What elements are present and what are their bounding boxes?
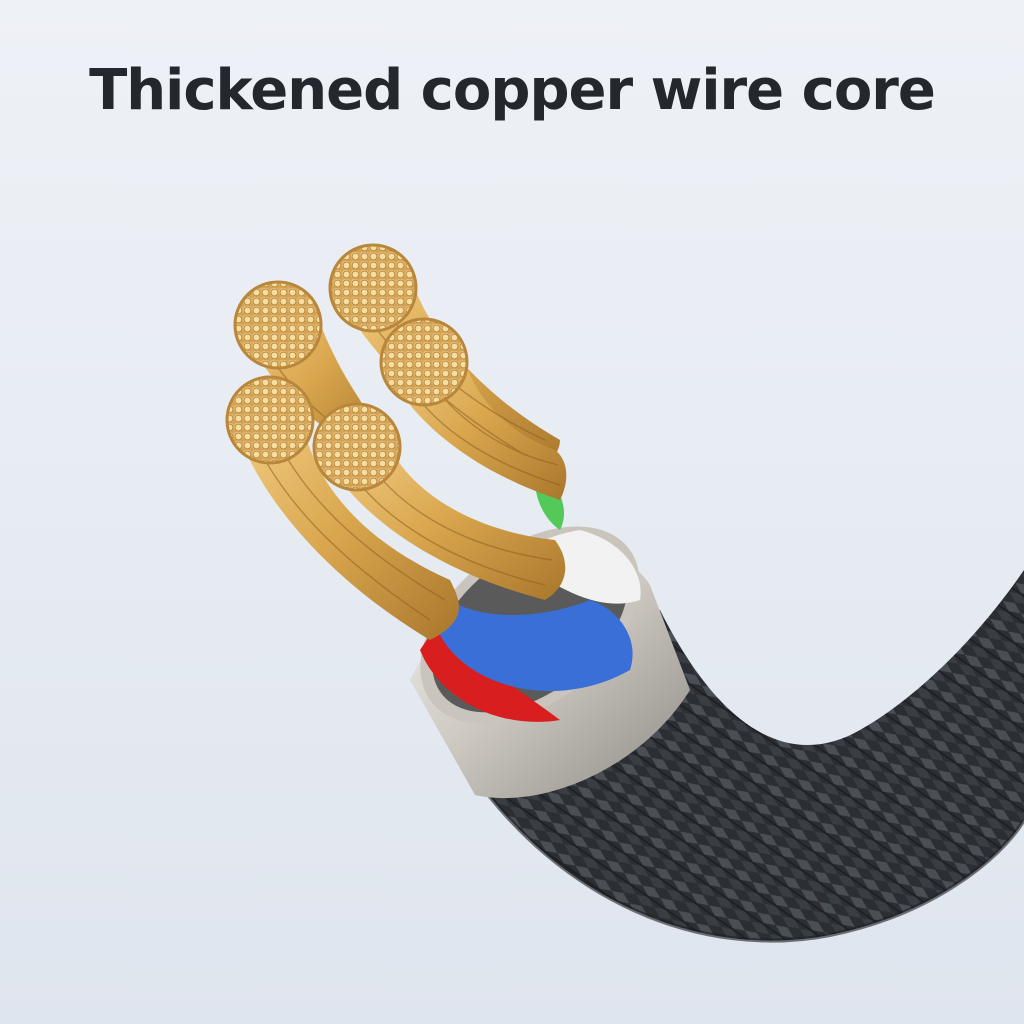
copper-strand-faces [225, 243, 469, 492]
headline: Thickened copper wire core [89, 58, 936, 123]
